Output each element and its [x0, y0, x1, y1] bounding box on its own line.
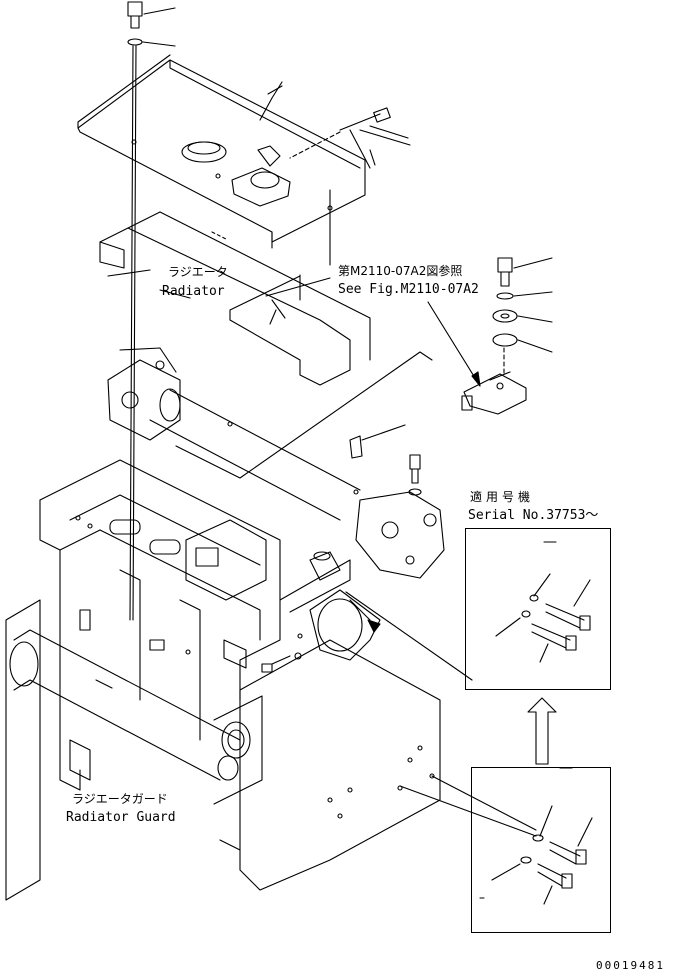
radiator-part	[99, 189, 433, 479]
top-bolt-part	[127, 1, 176, 621]
serial-box-drawing	[495, 541, 591, 663]
reference-label-en: See Fig.M2110-07A2	[338, 282, 479, 297]
serial-label-en: Serial No.37753～	[468, 508, 599, 523]
leader-lines	[107, 85, 409, 325]
detail-box	[471, 767, 611, 933]
radiator-label-jp: ラジエータ	[168, 265, 228, 279]
radiator-guard-label-en: Radiator Guard	[66, 810, 176, 825]
reference-label-jp: 第M2110-07A2図参照	[338, 264, 463, 278]
lower-box-drawing	[479, 767, 593, 905]
radiator-guard-part	[5, 459, 351, 901]
radiator-guard-label-jp: ラジエータガード	[72, 792, 168, 806]
radiator-label-en: Radiator	[162, 284, 225, 299]
support-tube-part	[107, 347, 445, 579]
serial-label-jp: 適用号機	[470, 490, 535, 504]
document-number: 00019481	[596, 959, 665, 972]
side-plate-part	[219, 589, 537, 891]
serial-number-box	[465, 528, 611, 690]
up-arrow-icon	[527, 697, 557, 765]
top-cover-part	[77, 54, 411, 249]
right-bracket-part	[427, 257, 553, 415]
